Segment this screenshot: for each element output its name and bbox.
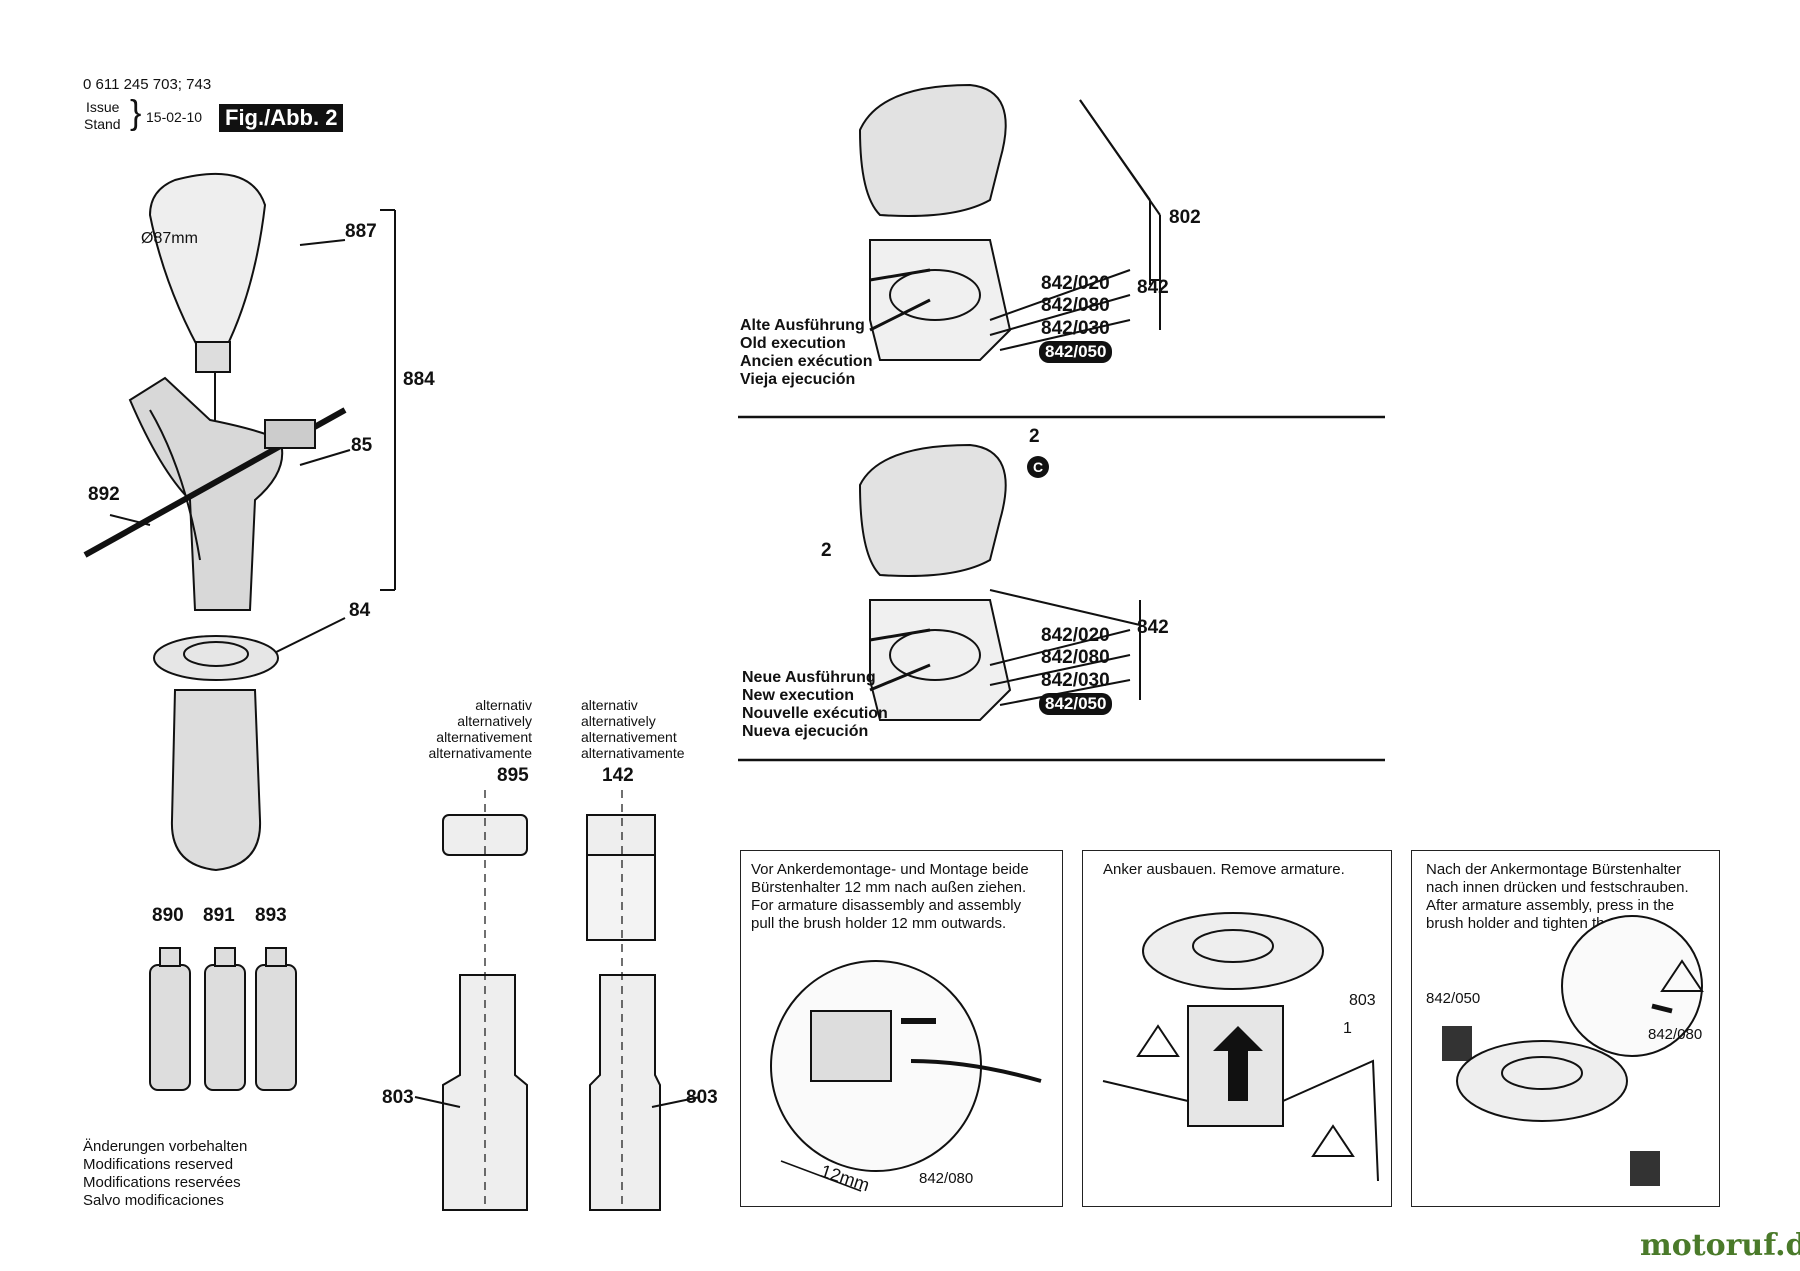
panel-2-text: Anker ausbauen. Remove armature.: [1103, 861, 1345, 878]
ref-895: 895: [497, 765, 529, 786]
ref-2-top: 2: [1029, 426, 1040, 447]
strap-diameter: Ø87mm: [141, 230, 198, 247]
panel-2-ref-803: 803: [1349, 992, 1376, 1009]
panel-2-art: [1102, 912, 1379, 1182]
old-exec-en: Old execution: [740, 335, 846, 352]
panel-brush-holder-out: Vor Ankerdemontage- und Montage beide Bü…: [740, 850, 1063, 1207]
panel-brush-holder-in: Nach der Ankermontage Bürstenhalter nach…: [1411, 850, 1720, 1207]
alt-right-fr: alternativement: [581, 729, 677, 745]
ref-892: 892: [88, 484, 120, 505]
issue-label: Issue: [86, 99, 120, 115]
ref-842-old: 842: [1137, 277, 1169, 298]
ref-842-050-old: 842/050: [1039, 341, 1113, 363]
new-exec-de: Neue Ausführung: [742, 669, 876, 686]
figure-label: Fig./Abb. 2: [219, 104, 344, 132]
panel-1-ref-842-080: 842/080: [919, 1170, 974, 1187]
alt-left-de: alternativ: [475, 697, 532, 713]
ref-842-020-new: 842/020: [1041, 625, 1110, 646]
panel-3-ref-842-050: 842/050: [1426, 990, 1481, 1007]
ref-803-left: 803: [382, 1087, 414, 1108]
ref-142: 142: [602, 765, 634, 786]
panel-remove-armature: Anker ausbauen. Remove armature. 803 1: [1082, 850, 1392, 1207]
new-exec-en: New execution: [742, 687, 855, 704]
part-numbers: 0 611 245 703; 743: [83, 76, 212, 93]
alt-right-en: alternatively: [581, 713, 656, 729]
old-exec-es: Vieja ejecución: [740, 371, 856, 388]
ref-842-020-old: 842/020: [1041, 273, 1110, 294]
brace-icon: }: [130, 94, 142, 132]
ref-842-new: 842: [1137, 617, 1169, 638]
ref-891: 891: [203, 905, 235, 926]
disclaimer-de: Änderungen vorbehalten: [83, 1138, 248, 1155]
stand-label: Stand: [84, 116, 121, 132]
ref-802: 802: [1169, 207, 1201, 228]
change-badge-c: C: [1027, 456, 1049, 478]
panel-3-art: [1442, 915, 1704, 1186]
ref-842-080-new: 842/080: [1041, 647, 1110, 668]
panel-2-ref-1: 1: [1343, 1020, 1352, 1037]
alt-left-fr: alternativement: [436, 729, 532, 745]
ref-84: 84: [349, 600, 371, 621]
disclaimer-es: Salvo modificaciones: [83, 1192, 224, 1209]
old-exec-fr: Ancien exécution: [740, 353, 873, 370]
ref-842-080-old: 842/080: [1041, 295, 1110, 316]
issue-date: 15-02-10: [146, 109, 203, 125]
panel-3-ref-842-080: 842/080: [1648, 1026, 1703, 1043]
alt-left-es: alternativamente: [428, 745, 532, 761]
ref-893: 893: [255, 905, 287, 926]
ref-887: 887: [345, 221, 377, 242]
ref-890: 890: [152, 905, 184, 926]
ref-2-left: 2: [821, 540, 832, 561]
disclaimer-fr: Modifications reservées: [83, 1174, 241, 1191]
ref-884: 884: [403, 369, 435, 390]
alt-right-de: alternativ: [581, 697, 638, 713]
alt-right-es: alternativamente: [581, 745, 685, 761]
panel-1-art: [770, 960, 1042, 1192]
ref-842-030-new: 842/030: [1041, 670, 1110, 691]
new-exec-es: Nueva ejecución: [742, 723, 869, 740]
panel-1-text: Vor Ankerdemontage- und Montage beide Bü…: [751, 861, 1029, 932]
ref-803-right: 803: [686, 1087, 718, 1108]
disclaimer-en: Modifications reserved: [83, 1156, 234, 1173]
watermark-logo: motoruf.de: [1640, 1228, 1800, 1263]
alt-left-en: alternatively: [457, 713, 532, 729]
ref-842-050-new: 842/050: [1039, 693, 1113, 715]
ref-85: 85: [351, 435, 373, 456]
old-exec-de: Alte Ausführung: [740, 317, 865, 334]
new-exec-fr: Nouvelle exécution: [742, 705, 888, 722]
ref-842-030-old: 842/030: [1041, 318, 1110, 339]
